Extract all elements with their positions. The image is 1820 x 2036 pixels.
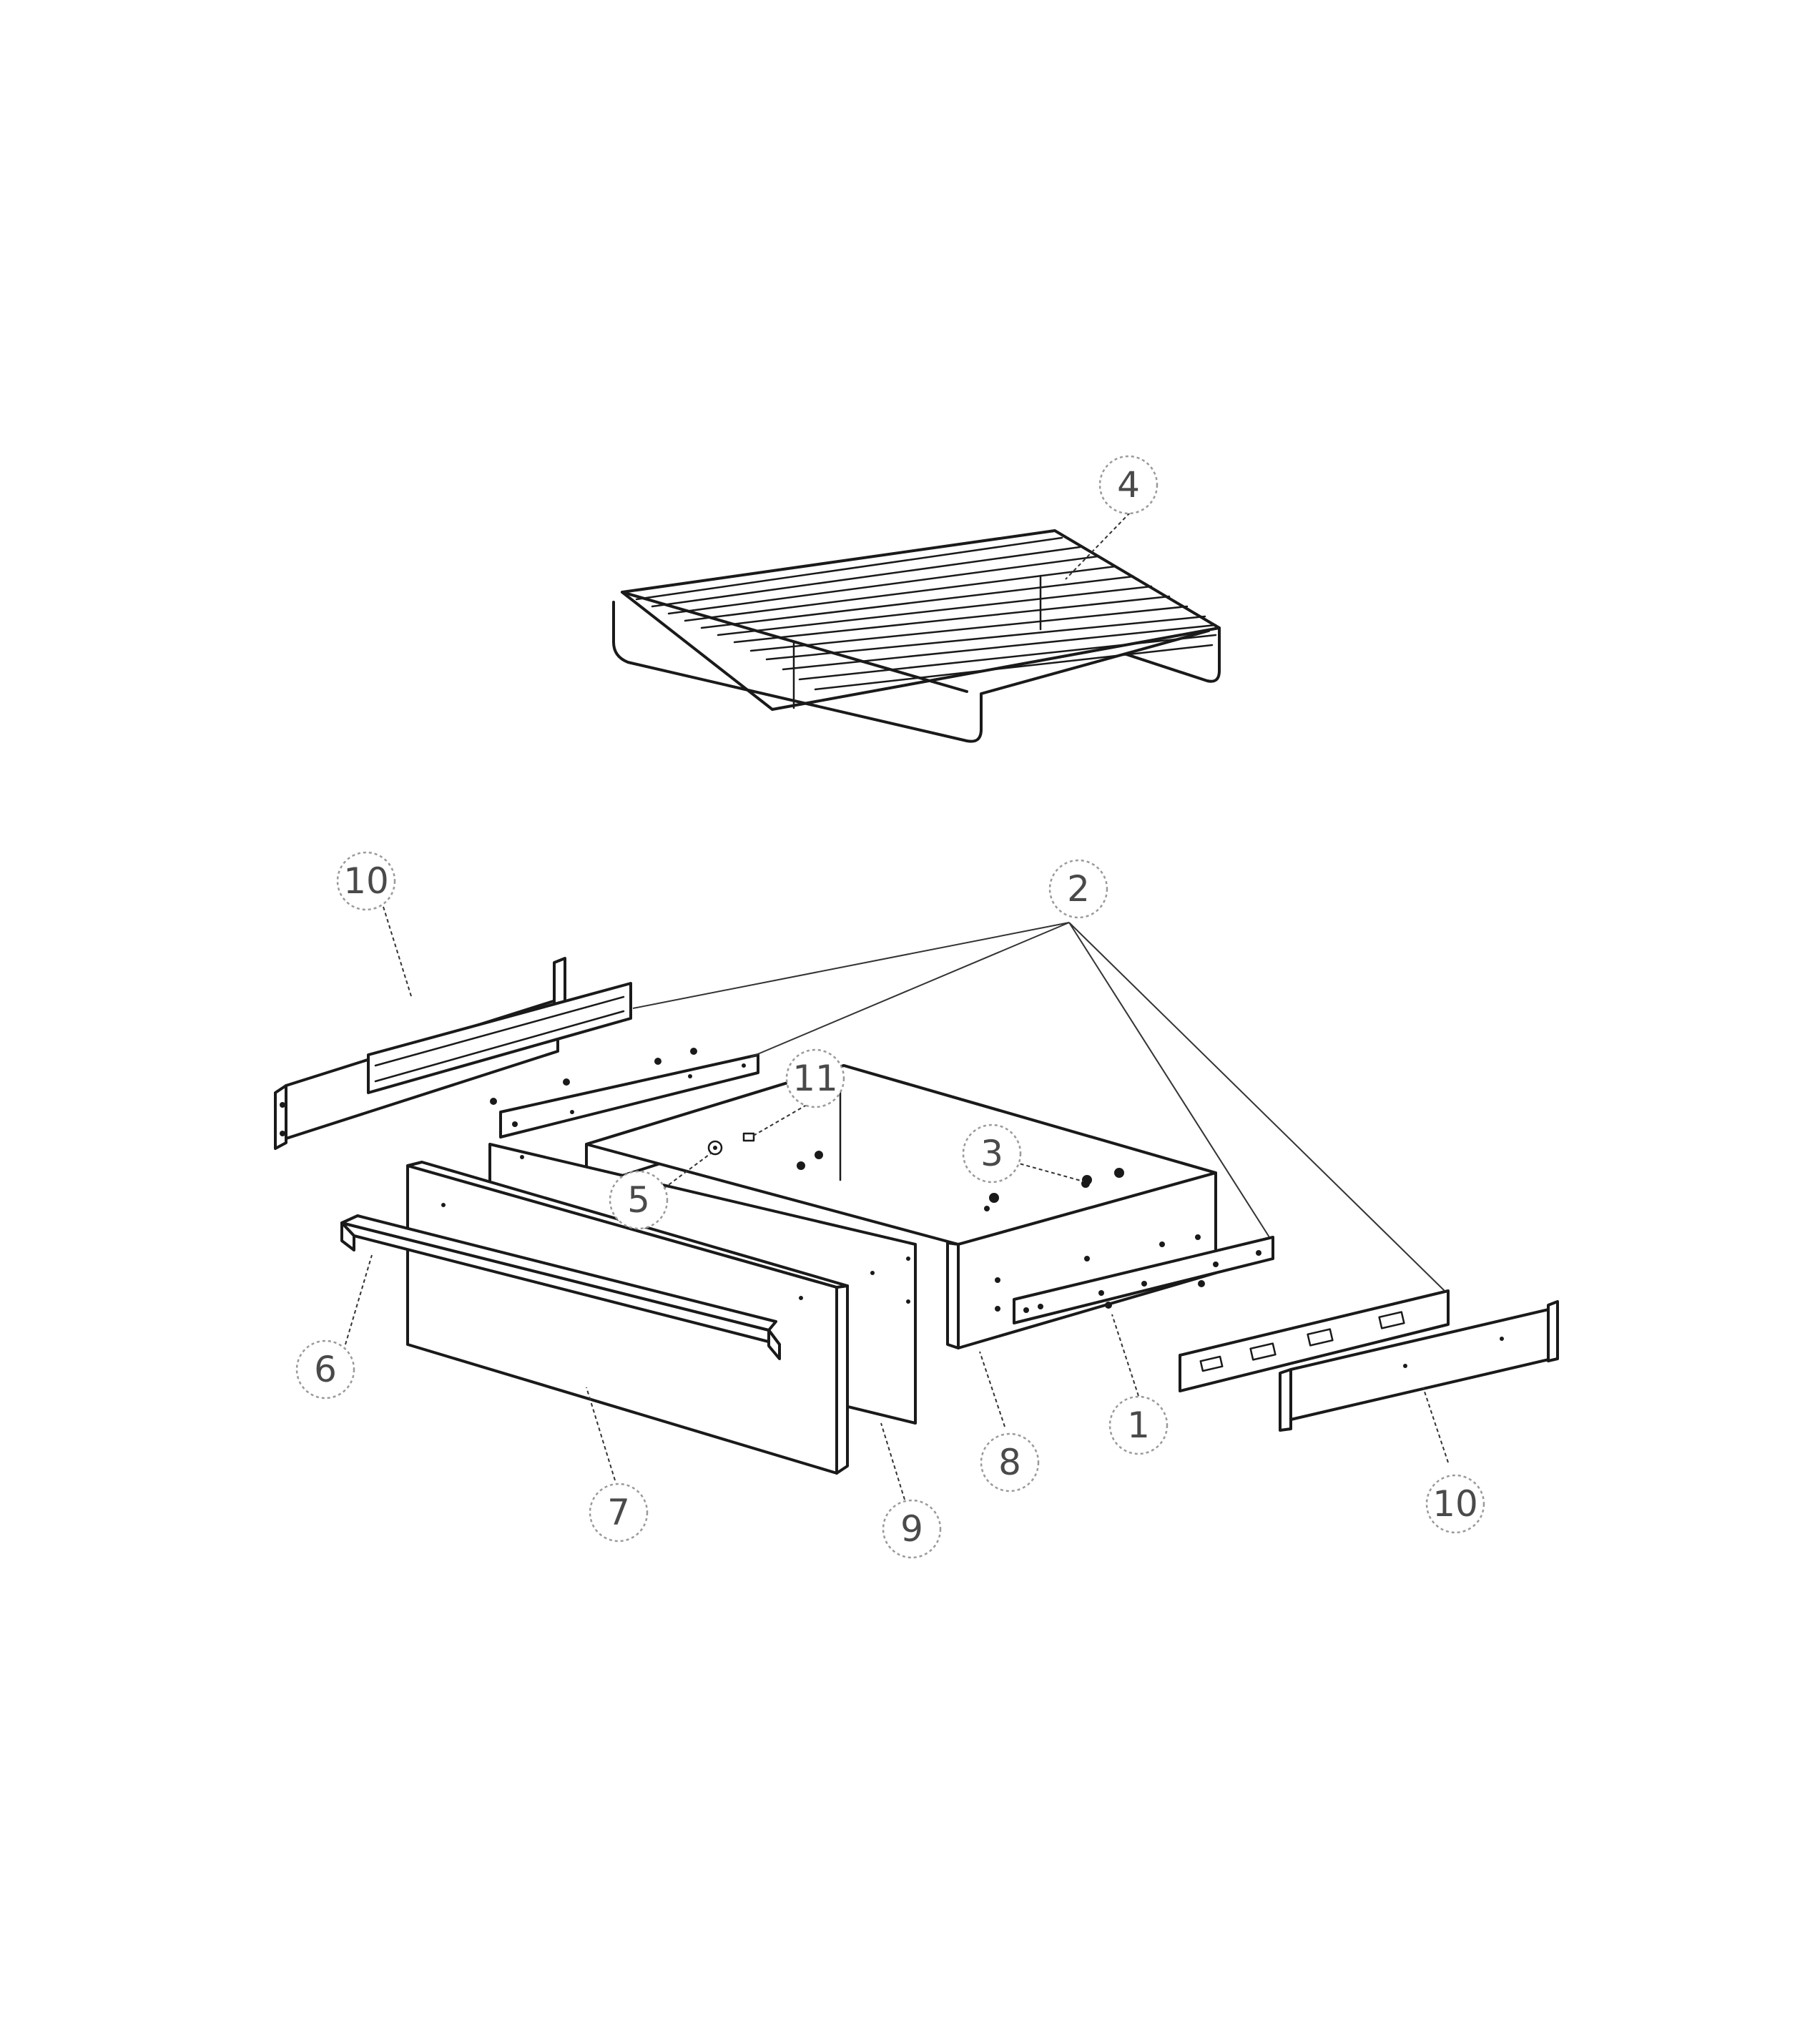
callout-5: 5 [609, 1170, 669, 1230]
rack-wires [635, 536, 1217, 691]
drawer-box-part [585, 1064, 1217, 1349]
callout-10-left: 10 [336, 851, 396, 911]
telescopic-slide-right [1179, 1289, 1450, 1392]
callout-9-label: 9 [900, 1508, 923, 1550]
inner-rail-left [490, 1048, 759, 1139]
callout-1-label: 1 [1127, 1405, 1150, 1446]
callout-8: 8 [980, 1432, 1040, 1492]
callout-7: 7 [589, 1482, 649, 1543]
fasteners [707, 1132, 1090, 1188]
callout-3-label: 3 [980, 1133, 1003, 1174]
callout-10-right: 10 [1425, 1474, 1485, 1534]
callout-11: 11 [785, 1048, 845, 1108]
callout-5-label: 5 [627, 1179, 650, 1221]
callout-6-label: 6 [314, 1349, 337, 1390]
leader-lines [345, 512, 1449, 1500]
callout-10-right-label: 10 [1432, 1483, 1478, 1525]
callout-10-left-label: 10 [343, 860, 389, 902]
side-rail-bracket-right [1279, 1300, 1559, 1432]
callout-4-label: 4 [1117, 464, 1140, 506]
drawer-side-rail-part [1013, 1236, 1274, 1324]
callout-9: 9 [882, 1499, 942, 1559]
wire-rack-part [612, 529, 1221, 743]
callout-4: 4 [1098, 455, 1159, 515]
callout-7-label: 7 [607, 1492, 630, 1533]
callout-2: 2 [1048, 859, 1108, 919]
telescopic-slide-left [367, 982, 632, 1094]
callout-6: 6 [295, 1339, 355, 1400]
callout-8-label: 8 [998, 1442, 1021, 1483]
handle-part [340, 1214, 781, 1360]
callout-11-label: 11 [792, 1058, 838, 1099]
callout-1: 1 [1108, 1395, 1169, 1455]
callout-2-label: 2 [1067, 868, 1090, 910]
callout-3: 3 [962, 1123, 1022, 1184]
